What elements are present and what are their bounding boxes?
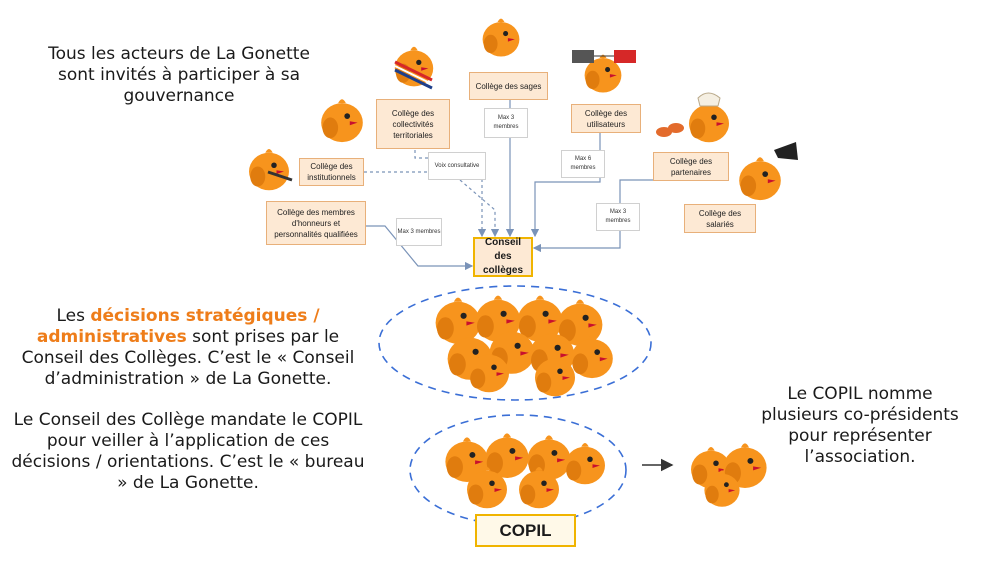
conseil-flock bbox=[435, 295, 613, 397]
note-voix-consultative: Voix consultative bbox=[428, 152, 486, 180]
food-icon bbox=[656, 123, 684, 137]
decisions-text: Les décisions stratégiques / administrat… bbox=[4, 306, 372, 390]
college-institutionnels: Collège des institutionnels bbox=[299, 158, 364, 186]
copresidents-text: Le COPIL nomme plusieurs co-présidents p… bbox=[761, 384, 959, 467]
copresidents-flock bbox=[691, 443, 767, 507]
intro-text: Tous les acteurs de La Gonette sont invi… bbox=[48, 44, 310, 106]
decisions-highlight: décisions stratégiques / administratives bbox=[36, 306, 320, 347]
bird-icon bbox=[321, 99, 363, 143]
bird-icon bbox=[249, 149, 289, 191]
bird-icon bbox=[482, 18, 520, 57]
mandate-text: Le Conseil des Collège mandate le COPIL … bbox=[11, 410, 365, 493]
conseil-des-colleges-box: Conseil des collèges bbox=[473, 237, 533, 277]
conseil-ellipse bbox=[378, 285, 652, 401]
bird-icon bbox=[689, 101, 729, 143]
college-utilisateurs: Collège des utilisateurs bbox=[571, 104, 641, 133]
sash-icon bbox=[394, 60, 433, 90]
copil-label: COPIL bbox=[475, 514, 576, 547]
note-max6: Max 6 membres bbox=[561, 150, 605, 178]
copil-flock bbox=[445, 433, 605, 509]
bird-icon bbox=[739, 157, 781, 201]
college-sages: Collège des sages bbox=[469, 72, 548, 100]
college-partenaires: Collège des partenaires bbox=[653, 152, 729, 181]
decisions-suffix: sont prises par le Conseil des Collèges.… bbox=[21, 327, 355, 389]
note-max3-right: Max 3 membres bbox=[596, 203, 640, 231]
note-max3-sages: Max 3 membres bbox=[484, 108, 528, 138]
decisions-prefix: Les bbox=[56, 306, 85, 326]
note-max3-left: Max 3 membres bbox=[396, 218, 442, 246]
chef-hat-icon bbox=[697, 92, 721, 107]
pen-icon bbox=[267, 170, 293, 182]
flag-icon bbox=[572, 50, 636, 63]
megaphone-icon bbox=[774, 142, 798, 160]
college-salaries: Collège des salariés bbox=[684, 204, 756, 233]
college-membres-honneur: Collège des membres d'honneurs et person… bbox=[266, 201, 366, 245]
college-collectivites: Collège des collectivités territoriales bbox=[376, 99, 450, 149]
